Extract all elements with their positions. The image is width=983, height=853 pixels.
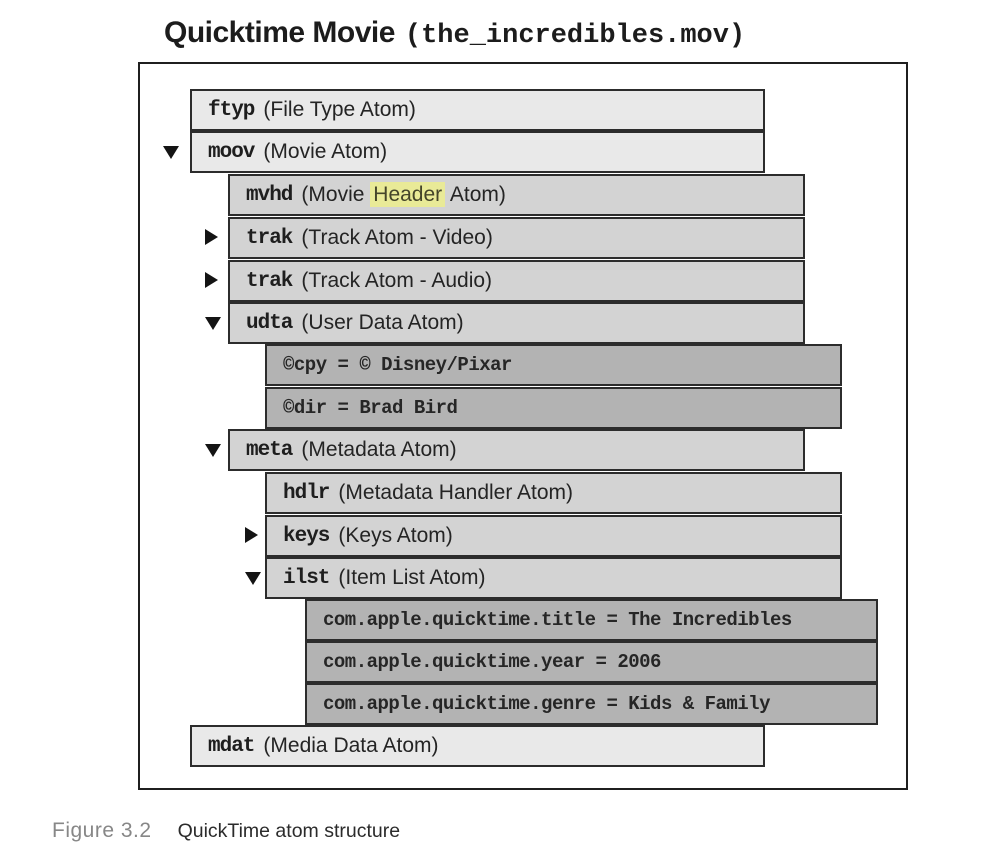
atom-desc-hdlr: (Metadata Handler Atom) [338,481,574,504]
disclosure-triangle-down-icon[interactable] [205,317,221,330]
atom-desc-keys: (Keys Atom) [338,524,453,547]
atom-box-moov: moov (Movie Atom) [190,131,765,173]
atom-name-trak-video: trak [246,226,293,250]
atom-box-dir: ©dir = Brad Bird [265,387,842,429]
atom-row-dir: ©dir = Brad Bird [140,387,906,429]
atom-desc-ilst: (Item List Atom) [338,566,486,589]
atom-desc-udta: (User Data Atom) [301,311,464,334]
atom-row-keys: keys (Keys Atom) [140,515,906,557]
disclosure-triangle-right-icon[interactable] [245,527,258,543]
atom-name-ftyp: ftyp [208,98,255,122]
atom-row-hdlr: hdlr (Metadata Handler Atom) [140,472,906,514]
atom-desc-trak-video: (Track Atom - Video) [301,226,493,249]
atom-desc-trak-audio: (Track Atom - Audio) [301,269,493,292]
atom-structure-frame: ftyp (File Type Atom) moov (Movie Atom) mvhd… [138,62,908,790]
atom-name-mdat: mdat [208,734,255,758]
atom-row-qt-title: com.apple.quicktime.title = The Incredib… [140,599,906,641]
atom-row-cpy: ©cpy = © Disney/Pixar [140,344,906,386]
atom-desc-moov: (Movie Atom) [263,140,388,163]
metadata-value-cpy: ©cpy = © Disney/Pixar [283,354,512,376]
atom-row-mdat: mdat (Media Data Atom) [140,725,906,767]
atom-row-meta: meta (Metadata Atom) [140,429,906,471]
atom-box-qt-year: com.apple.quicktime.year = 2006 [305,641,878,683]
atom-name-keys: keys [283,524,330,548]
atom-box-keys: keys (Keys Atom) [265,515,842,557]
disclosure-triangle-right-icon[interactable] [205,229,218,245]
atom-row-qt-year: com.apple.quicktime.year = 2006 [140,641,906,683]
atom-row-mvhd: mvhd (Movie Header Atom) [140,174,906,216]
atom-row-moov: moov (Movie Atom) [140,131,906,173]
atom-box-udta: udta (User Data Atom) [228,302,805,344]
figure-title-app: Quicktime Movie [164,16,395,49]
metadata-value-qt-title: com.apple.quicktime.title = The Incredib… [323,609,792,631]
figure-title: Quicktime Movie (the_incredibles.mov) [164,14,745,57]
atom-desc-mvhd: (Movie Header Atom) [301,182,506,207]
metadata-value-qt-year: com.apple.quicktime.year = 2006 [323,651,661,673]
atom-box-mdat: mdat (Media Data Atom) [190,725,765,767]
atom-name-udta: udta [246,311,293,335]
highlighted-word: Header [370,182,446,207]
metadata-value-qt-genre: com.apple.quicktime.genre = Kids & Famil… [323,693,770,715]
atom-name-mvhd: mvhd [246,183,293,207]
disclosure-triangle-down-icon[interactable] [245,572,261,585]
figure-caption: Figure 3.2 QuickTime atom structure [52,818,400,846]
atom-row-trak-video: trak (Track Atom - Video) [140,217,906,259]
atom-box-trak-audio: trak (Track Atom - Audio) [228,260,805,302]
atom-row-ilst: ilst (Item List Atom) [140,557,906,599]
atom-box-ftyp: ftyp (File Type Atom) [190,89,765,131]
atom-desc-mdat: (Media Data Atom) [263,734,439,757]
atom-name-hdlr: hdlr [283,481,330,505]
disclosure-triangle-down-icon[interactable] [163,146,179,159]
atom-name-trak-audio: trak [246,269,293,293]
atom-box-hdlr: hdlr (Metadata Handler Atom) [265,472,842,514]
atom-desc-meta: (Metadata Atom) [301,438,457,461]
atom-box-trak-video: trak (Track Atom - Video) [228,217,805,259]
atom-row-trak-audio: trak (Track Atom - Audio) [140,260,906,302]
atom-box-meta: meta (Metadata Atom) [228,429,805,471]
figure-caption-text: QuickTime atom structure [177,820,401,842]
atom-box-qt-genre: com.apple.quicktime.genre = Kids & Famil… [305,683,878,725]
atom-desc-ftyp: (File Type Atom) [263,98,416,121]
atom-box-ilst: ilst (Item List Atom) [265,557,842,599]
atom-box-qt-title: com.apple.quicktime.title = The Incredib… [305,599,878,641]
atom-name-meta: meta [246,438,293,462]
disclosure-triangle-down-icon[interactable] [205,444,221,457]
atom-box-mvhd: mvhd (Movie Header Atom) [228,174,805,216]
figure-caption-label: Figure 3.2 [52,819,152,842]
disclosure-triangle-right-icon[interactable] [205,272,218,288]
figure-title-filename: (the_incredibles.mov) [404,21,746,51]
atom-box-cpy: ©cpy = © Disney/Pixar [265,344,842,386]
atom-row-qt-genre: com.apple.quicktime.genre = Kids & Famil… [140,683,906,725]
atom-row-udta: udta (User Data Atom) [140,302,906,344]
atom-row-ftyp: ftyp (File Type Atom) [140,89,906,131]
atom-name-moov: moov [208,140,255,164]
metadata-value-dir: ©dir = Brad Bird [283,397,458,419]
atom-name-ilst: ilst [283,566,330,590]
